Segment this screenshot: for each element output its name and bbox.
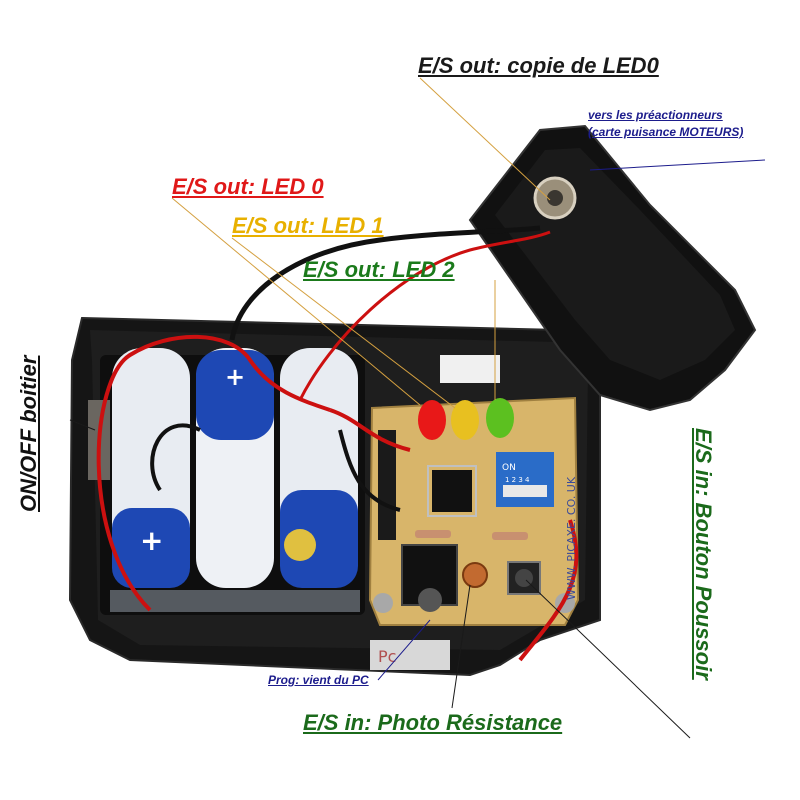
led-yellow xyxy=(451,400,479,440)
photoresistor xyxy=(462,562,488,588)
label-led0: E/S out: LED 0 xyxy=(172,174,324,199)
red-wire xyxy=(96,334,331,612)
label-prog: Prog: vient du PC xyxy=(268,673,369,687)
leader-copie-led0 xyxy=(419,77,551,201)
leader-prog xyxy=(377,619,431,681)
led-red xyxy=(418,400,446,440)
label-led1: E/S out: LED 1 xyxy=(232,213,384,238)
leader-bouton xyxy=(525,579,691,739)
red-wire-2 xyxy=(329,408,579,662)
leader-vers-preact xyxy=(589,159,766,171)
led-green xyxy=(486,398,514,438)
svg-text:+: + xyxy=(140,524,163,557)
black-wire xyxy=(150,423,401,512)
battery-3 xyxy=(280,348,358,588)
label-copie-led0: E/S out: copie de LED0 xyxy=(418,53,659,78)
leader-led1 xyxy=(231,237,456,409)
leader-photo xyxy=(451,584,471,709)
leader-onoff xyxy=(69,419,96,431)
svg-text:Pc: Pc xyxy=(378,647,396,666)
label-vers-preactionneurs: vers les préactionneurs xyxy=(588,108,723,122)
label-carte-puissance: (carte puisance MOTEURS) xyxy=(588,125,744,139)
label-bouton-poussoir: E/S in: Bouton Poussoir xyxy=(691,428,716,680)
pcb-text: WWW. PICAXE. CO. UK xyxy=(565,476,578,600)
ic-chip xyxy=(432,470,472,512)
svg-text:+: + xyxy=(225,363,245,391)
pcb-text: 1 2 3 4 xyxy=(505,476,530,484)
label-photo-resistance: E/S in: Photo Résistance xyxy=(303,710,563,735)
pin-header xyxy=(378,430,396,540)
pcb-text: ON xyxy=(502,463,516,473)
leader-led0 xyxy=(171,197,421,406)
dip-switch xyxy=(496,452,554,507)
lid-cable-red xyxy=(298,230,551,401)
label-led2: E/S out: LED 2 xyxy=(303,257,455,282)
battery-2: + xyxy=(196,348,274,588)
label-onoff-boitier: ON/OFF boitier xyxy=(16,355,41,512)
lid-cable xyxy=(229,225,541,341)
